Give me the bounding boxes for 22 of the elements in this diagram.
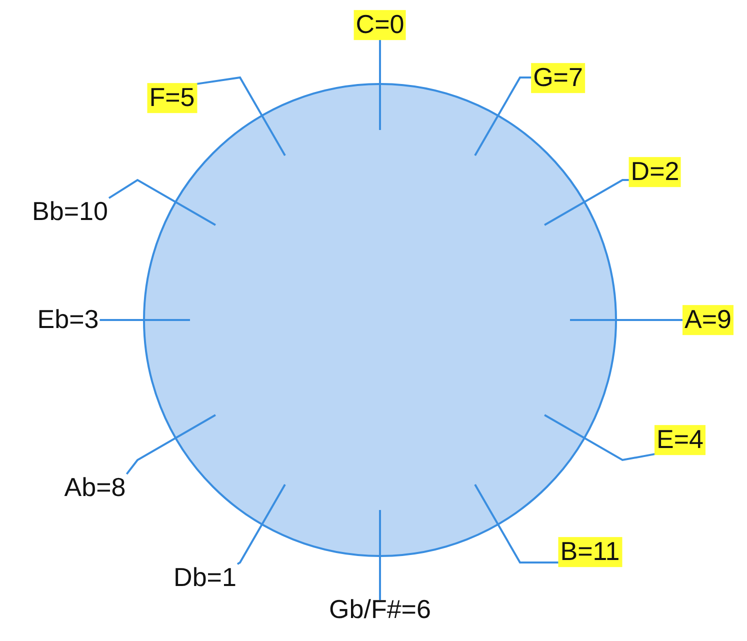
note-label: D=2 xyxy=(628,157,682,187)
leader-line xyxy=(544,179,630,226)
note-label: Eb=3 xyxy=(35,305,101,335)
leader-line xyxy=(379,510,381,600)
note-label: C=0 xyxy=(354,10,406,40)
leader-line xyxy=(126,414,216,475)
leader-line xyxy=(236,484,286,565)
leader-line xyxy=(474,76,532,156)
note-label: Ab=8 xyxy=(62,473,128,503)
note-label: Gb/F#=6 xyxy=(327,595,433,625)
leader-line xyxy=(570,319,684,321)
note-label: Db=1 xyxy=(172,563,238,593)
leader-line xyxy=(474,484,560,564)
leader-line xyxy=(100,319,190,321)
note-label: A=9 xyxy=(682,305,734,335)
note-label: Bb=10 xyxy=(30,197,110,227)
note-label: G=7 xyxy=(531,63,585,93)
leader-line xyxy=(379,38,381,130)
leader-line xyxy=(108,178,216,226)
note-label: E=4 xyxy=(654,425,706,455)
leader-line xyxy=(544,414,656,462)
note-label: B=11 xyxy=(558,537,622,567)
